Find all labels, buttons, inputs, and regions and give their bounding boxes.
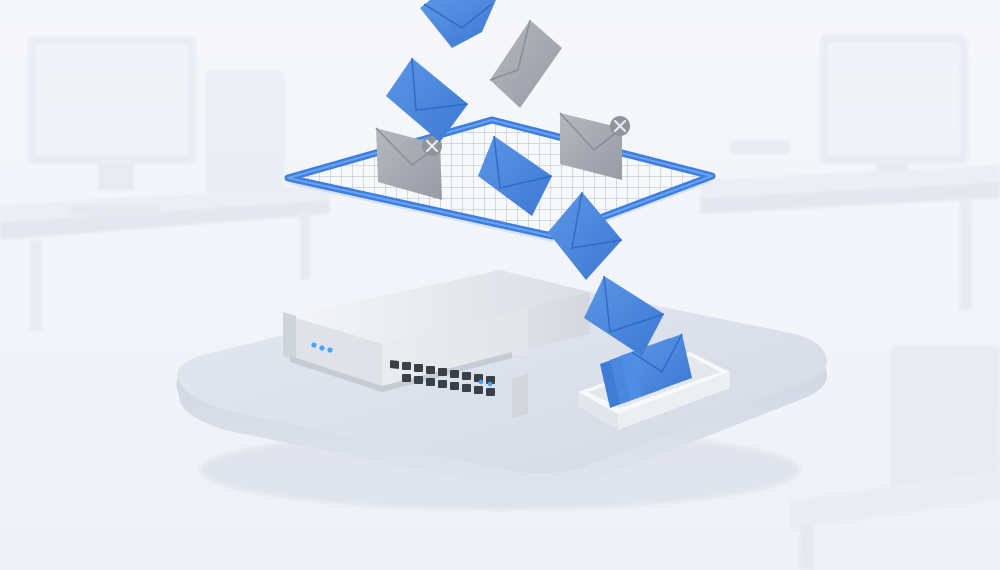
status-led (487, 381, 493, 387)
status-led (311, 342, 317, 348)
envelope-blocked-icon (489, 19, 562, 108)
status-led (478, 379, 484, 385)
background-desk-left (0, 36, 330, 330)
status-led (319, 345, 325, 351)
mail-tray-icon (578, 333, 730, 430)
status-led (327, 347, 333, 353)
background-desk-right (700, 34, 1000, 570)
envelope-icon (548, 191, 623, 280)
tray-envelopes (600, 333, 692, 408)
envelope-blocked-icon (375, 127, 442, 200)
envelope-icon (584, 275, 665, 356)
envelope-blocked-icon (559, 112, 630, 180)
envelope-icon (478, 135, 553, 216)
envelope-icon (386, 57, 469, 142)
ethernet-ports (390, 360, 495, 396)
envelope-icon (420, 0, 496, 48)
network-appliance-icon (283, 270, 590, 418)
